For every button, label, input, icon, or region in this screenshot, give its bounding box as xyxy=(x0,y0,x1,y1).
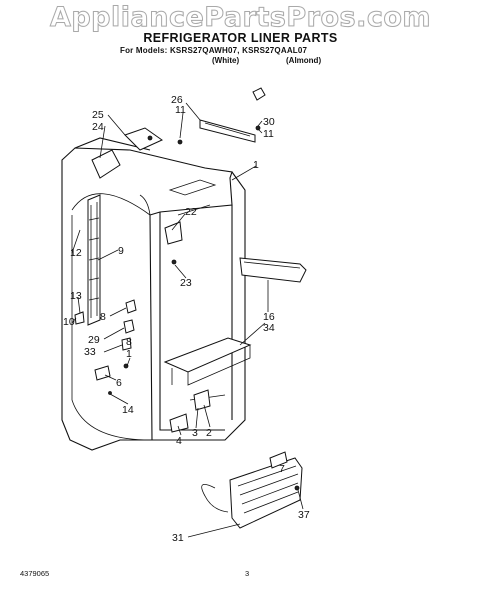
callout-8-upper: 8 xyxy=(100,311,106,323)
callout-3: 3 xyxy=(192,427,198,439)
callout-25: 25 xyxy=(92,109,104,121)
callout-23: 23 xyxy=(180,277,192,289)
callout-4: 4 xyxy=(176,435,182,447)
callout-11-top: 11 xyxy=(175,104,186,116)
variant-white: (White) xyxy=(212,56,240,65)
part-34-shelf xyxy=(163,337,252,386)
page-title: REFRIGERATOR LINER PARTS xyxy=(143,31,338,45)
part-26-30-bracket xyxy=(177,87,266,145)
callout-37: 37 xyxy=(298,509,310,521)
callout-30: 30 xyxy=(263,116,275,128)
callout-11-right: 11 xyxy=(263,128,274,140)
models-line: For Models: KSRS27QAWH07, KSRS27QAAL07 xyxy=(120,46,308,55)
callout-6: 6 xyxy=(116,377,122,389)
part-16-shelf-rail xyxy=(239,257,307,283)
doc-number: 4379065 xyxy=(20,569,50,578)
callout-1-lower: 1 xyxy=(126,348,132,360)
callout-2: 2 xyxy=(206,427,212,439)
part-9-rail xyxy=(87,194,101,326)
callout-1-top: 1 xyxy=(253,159,259,171)
page-number: 3 xyxy=(245,569,250,578)
part-24-25-hinge xyxy=(91,127,164,179)
callout-labels: 26 11 30 11 25 24 1 22 12 9 23 13 10 16 … xyxy=(63,94,310,544)
callout-10: 10 xyxy=(63,316,75,328)
part-31-crisper xyxy=(201,451,303,529)
small-hardware xyxy=(74,299,211,433)
callout-14: 14 xyxy=(122,404,134,416)
callout-24: 24 xyxy=(92,121,104,133)
watermark: AppliancePartsPros.com xyxy=(49,2,432,34)
callout-16: 16 xyxy=(263,311,275,323)
callout-8-lower: 8 xyxy=(126,336,132,348)
callout-31: 31 xyxy=(172,532,184,544)
leader-lines xyxy=(71,102,304,538)
callout-29: 29 xyxy=(88,334,100,346)
callout-12: 12 xyxy=(70,247,82,259)
callout-22: 22 xyxy=(185,206,197,218)
variant-almond: (Almond) xyxy=(286,56,322,65)
callout-7: 7 xyxy=(279,463,285,475)
liner-body xyxy=(61,137,246,451)
callout-33: 33 xyxy=(84,346,96,358)
callout-34: 34 xyxy=(263,322,275,334)
part-22-bracket xyxy=(164,221,183,265)
callout-13: 13 xyxy=(70,290,82,302)
callout-9: 9 xyxy=(118,245,124,257)
callout-26: 26 xyxy=(171,94,183,106)
